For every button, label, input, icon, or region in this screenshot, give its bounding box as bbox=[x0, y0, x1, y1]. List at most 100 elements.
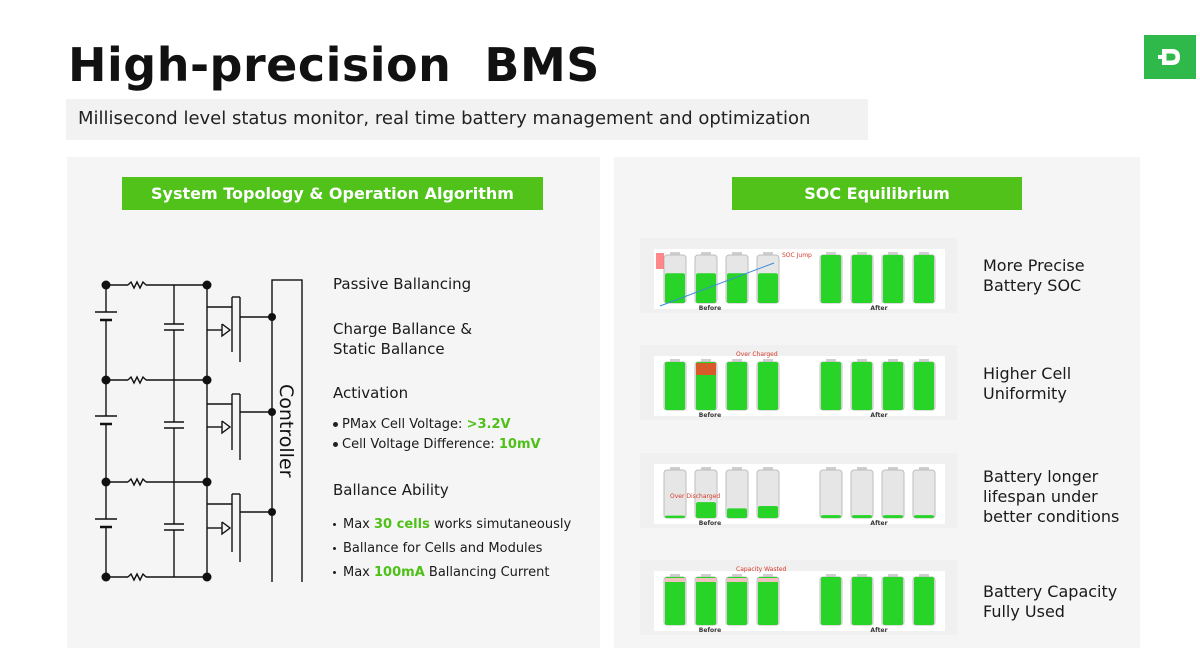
battery-fill bbox=[914, 577, 934, 625]
battery-fill bbox=[821, 577, 841, 625]
battery-fill bbox=[883, 515, 903, 518]
battery-after bbox=[850, 252, 874, 304]
battery-before bbox=[663, 467, 687, 519]
bullet-icon bbox=[333, 422, 338, 427]
battery-before bbox=[663, 574, 687, 626]
battery-fill bbox=[821, 255, 841, 303]
battery-before bbox=[663, 359, 687, 411]
card-label-lifespan: Battery longer lifespan under better con… bbox=[983, 467, 1120, 526]
battery-terminal bbox=[763, 467, 773, 470]
ballance-ability-label: Ballance Ability bbox=[333, 481, 449, 499]
battery-terminal bbox=[826, 359, 836, 362]
charge-balance-line2: Static Ballance bbox=[333, 340, 445, 358]
battery-after bbox=[850, 574, 874, 626]
battery-terminal bbox=[919, 574, 929, 577]
battery-terminal bbox=[763, 574, 773, 577]
battery-terminal bbox=[919, 252, 929, 255]
battery-terminal bbox=[763, 252, 773, 255]
battery-fill bbox=[665, 273, 685, 303]
battery-terminal bbox=[670, 574, 680, 577]
battery-before bbox=[756, 467, 780, 519]
bullet-icon bbox=[333, 547, 336, 550]
battery-fill bbox=[696, 577, 716, 625]
battery-fill bbox=[852, 362, 872, 410]
pmax-voltage-value: >3.2V bbox=[466, 417, 511, 432]
battery-terminal bbox=[701, 252, 711, 255]
card-label-uniformity: Higher Cell Uniformity bbox=[983, 364, 1072, 403]
card-label-precise: More Precise Battery SOC bbox=[983, 256, 1085, 295]
battery-shell bbox=[881, 469, 905, 519]
battery-terminal bbox=[888, 252, 898, 255]
battery-fill bbox=[696, 502, 716, 518]
page-title: High-precision BMS bbox=[68, 38, 600, 92]
battery-terminal bbox=[701, 467, 711, 470]
battery-after bbox=[912, 359, 936, 411]
brand-logo bbox=[1144, 35, 1196, 79]
battery-fill bbox=[914, 515, 934, 518]
battery-shell bbox=[912, 469, 936, 519]
battery-terminal bbox=[857, 359, 867, 362]
battery-before bbox=[694, 252, 718, 304]
battery-fill bbox=[852, 515, 872, 518]
before-label: Before bbox=[699, 412, 721, 419]
battery-terminal bbox=[826, 467, 836, 470]
battery-fill bbox=[727, 273, 747, 303]
battery-after bbox=[912, 574, 936, 626]
battery-terminal bbox=[670, 467, 680, 470]
topology-header: System Topology & Operation Algorithm bbox=[122, 177, 543, 210]
activation-label: Activation bbox=[333, 384, 409, 402]
wasted-capacity-marker bbox=[665, 578, 685, 582]
battery-after bbox=[881, 359, 905, 411]
battery-before bbox=[663, 252, 687, 304]
card-annotation: Over Discharged bbox=[670, 493, 720, 500]
before-label: Before bbox=[699, 627, 721, 634]
battery-shell bbox=[819, 469, 843, 519]
bullet-icon bbox=[333, 571, 336, 574]
battery-after bbox=[819, 467, 843, 519]
card-annotation: SOC Jump bbox=[782, 252, 812, 259]
battery-fill bbox=[665, 362, 685, 410]
before-label: Before bbox=[699, 520, 721, 527]
battery-after bbox=[881, 252, 905, 304]
mosfet-switch-1 bbox=[207, 296, 272, 362]
battery-terminal bbox=[701, 574, 711, 577]
battery-after bbox=[819, 574, 843, 626]
battery-terminal bbox=[670, 252, 680, 255]
subtitle-bar: Millisecond level status monitor, real t… bbox=[66, 99, 868, 140]
battery-shell bbox=[850, 469, 874, 519]
battery-fill bbox=[821, 515, 841, 518]
battery-terminal bbox=[701, 359, 711, 362]
battery-terminal bbox=[888, 467, 898, 470]
card-label-capacity: Battery Capacity Fully Used bbox=[983, 582, 1118, 621]
battery-fill bbox=[758, 506, 778, 518]
battery-after bbox=[819, 359, 843, 411]
battery-before bbox=[694, 467, 718, 519]
card-annotation: Capacity Wasted bbox=[736, 566, 787, 573]
battery-terminal bbox=[888, 359, 898, 362]
passive-balancing-label: Passive Ballancing bbox=[333, 275, 472, 293]
battery-after bbox=[819, 252, 843, 304]
battery-after bbox=[850, 359, 874, 411]
soc-header: SOC Equilibrium bbox=[732, 177, 1022, 210]
wasted-capacity-marker bbox=[696, 578, 716, 582]
ability-item-current: Max 100mA Ballancing Current bbox=[333, 565, 549, 580]
battery-fill bbox=[758, 273, 778, 303]
subtitle: Millisecond level status monitor, real t… bbox=[78, 108, 811, 129]
battery-fill bbox=[852, 255, 872, 303]
battery-fill bbox=[665, 515, 685, 518]
battery-before bbox=[694, 574, 718, 626]
soc-jump-marker bbox=[656, 253, 664, 269]
battery-after bbox=[912, 467, 936, 519]
battery-before bbox=[756, 574, 780, 626]
battery-terminal bbox=[857, 574, 867, 577]
ability-item-cells: Max 30 cells works simutaneously bbox=[333, 517, 571, 532]
voltage-diff-value: 10mV bbox=[498, 437, 541, 452]
battery-before bbox=[725, 467, 749, 519]
wasted-capacity-marker bbox=[758, 578, 778, 582]
ability-item-modules: Ballance for Cells and Modules bbox=[333, 541, 542, 556]
